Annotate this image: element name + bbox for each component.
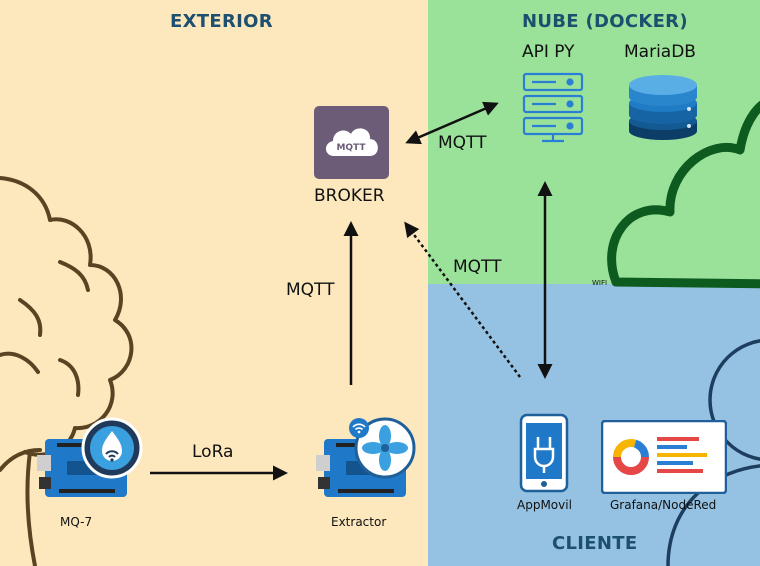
extractor-node: [316, 417, 420, 505]
broker-icon-text: MQTT: [336, 143, 366, 153]
mq7-node: [37, 417, 147, 505]
db-label: MariaDB: [624, 42, 696, 62]
wifi-icon: [349, 418, 369, 438]
gas-sensor-icon: [81, 417, 143, 479]
server-icon: [522, 72, 584, 143]
zone-title-cloud: NUBE (DOCKER): [522, 11, 688, 32]
cloud-icon: [607, 101, 760, 289]
app-node: [519, 413, 571, 493]
zone-title-client: CLIENTE: [552, 533, 638, 554]
smartphone-icon: [519, 413, 569, 493]
wifi-note: WIFI: [592, 279, 608, 287]
arrow-broker-api: [405, 101, 499, 145]
fan-icon: [354, 417, 416, 479]
api-label: API PY: [522, 42, 575, 62]
broker-label: BROKER: [314, 186, 385, 206]
database-icon: [629, 75, 697, 140]
tree-icon: [0, 176, 134, 566]
broker-node: MQTT: [314, 106, 389, 179]
extractor-label: Extractor: [331, 515, 387, 529]
mqtt-cloud-icon: MQTT: [314, 106, 389, 179]
app-label: AppMovil: [517, 498, 572, 512]
mq7-label: MQ-7: [60, 515, 93, 529]
edge-label-extractor-broker: MQTT: [286, 280, 335, 300]
db-node: [627, 71, 699, 141]
zone-title-exterior: EXTERIOR: [170, 11, 273, 32]
dashboard-label: Grafana/NodeRed: [610, 498, 717, 512]
arrow-app-broker: [404, 221, 522, 378]
edge-label-mq7-extractor: LoRa: [192, 442, 234, 462]
dashboard-node: [600, 419, 728, 495]
dashboard-icon: [600, 419, 728, 495]
api-node: [522, 72, 584, 144]
edge-label-app-broker: MQTT: [453, 257, 502, 277]
edge-label-broker-api: MQTT: [438, 133, 487, 153]
